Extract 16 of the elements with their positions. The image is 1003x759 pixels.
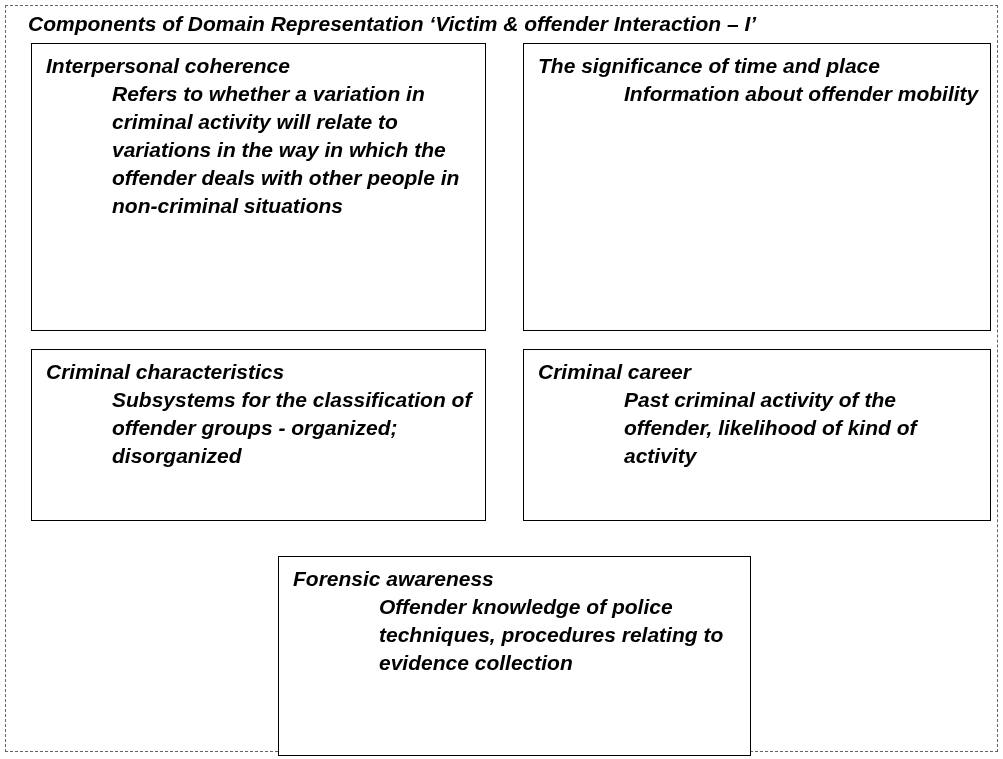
box-heading: Interpersonal coherence bbox=[46, 53, 291, 79]
box-heading: Forensic awareness bbox=[293, 566, 495, 592]
box-heading: Criminal characteristics bbox=[46, 359, 286, 385]
text-box bbox=[523, 43, 991, 331]
frame-title: Components of Domain Representation ‘Victim & offender Interaction – I’ bbox=[28, 12, 757, 36]
text-box bbox=[278, 556, 751, 756]
box-description: Information about offender mobility bbox=[624, 81, 980, 107]
box-description: Past criminal activity of the offender, likelihood of kind of activity bbox=[624, 387, 919, 469]
box-heading: Criminal career bbox=[538, 359, 693, 385]
text-box bbox=[31, 349, 486, 521]
box-description: Offender knowledge of police techniques, procedures relating to evidence collection bbox=[379, 594, 725, 676]
text-box bbox=[31, 43, 486, 331]
text-box bbox=[523, 349, 991, 521]
box-description: Subsystems for the classification of offender groups - organized; disorganized bbox=[112, 387, 474, 469]
box-description: Refers to whether a variation in criminal activity will relate to variations in the way in which the offender deals with other people in non-criminal situations bbox=[112, 81, 461, 219]
box-heading: The significance of time and place bbox=[538, 53, 881, 79]
